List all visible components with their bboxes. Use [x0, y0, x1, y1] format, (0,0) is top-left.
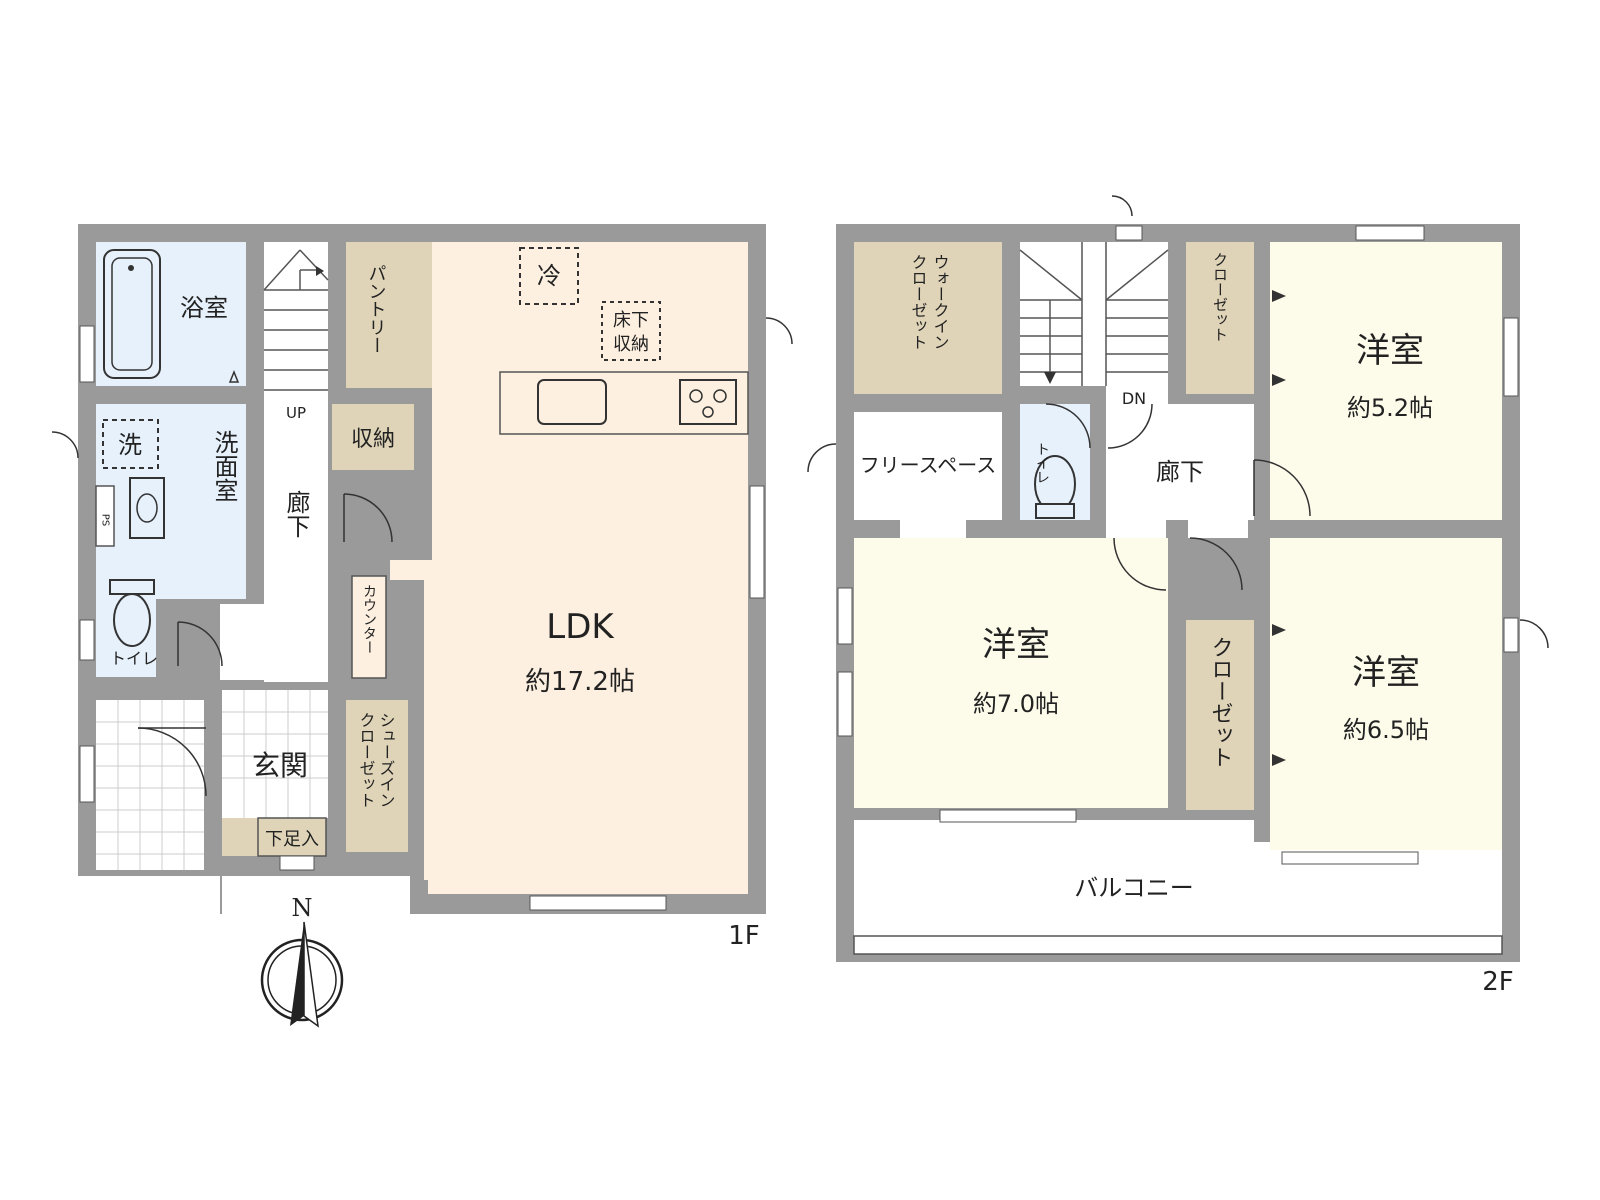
floor1-label: 1F: [728, 921, 760, 951]
shoes-closet: [346, 700, 408, 852]
kitchen-sink-icon: [537, 379, 607, 425]
pantry: [346, 242, 432, 388]
walkin-label-1: ウォークイン: [931, 254, 950, 350]
western-nw-size: 約5.2帖: [1347, 394, 1433, 422]
western-room-nw: [1270, 242, 1502, 520]
ps-label: PS: [100, 514, 111, 526]
toilet-2f-label: トイレ: [1034, 442, 1050, 484]
shoe-box-label: 下足入: [265, 829, 319, 850]
walkin-closet: [854, 242, 1002, 394]
storage-1f: [332, 404, 414, 470]
north-label: N: [292, 894, 313, 922]
stairs-2f-icon: [1019, 242, 1169, 386]
washroom-label: 洗面室: [210, 430, 238, 502]
western-c-size: 約7.0帖: [973, 690, 1059, 718]
western-nw-label: 洋室: [1356, 331, 1424, 371]
ldk-room: [390, 436, 748, 894]
closet-nw-label: クローゼット: [1211, 252, 1229, 342]
washroom: [96, 404, 246, 599]
sink-icon: [129, 477, 165, 539]
ldk-size-label: 約17.2帖: [525, 667, 635, 697]
floor-2: ウォークイン クローゼット フリースペース トイレ DN 廊下 クローゼット ク…: [807, 195, 1549, 997]
compass-needle-icon: [290, 922, 304, 1026]
shoes-closet-label-1: シューズイン: [377, 712, 396, 808]
washer-label: 洗: [118, 431, 142, 459]
closet-nw: [1186, 242, 1254, 394]
walkin-label-2: クローゼット: [909, 254, 928, 350]
bathtub-icon: [103, 249, 161, 379]
closet-e-label: クローゼット: [1208, 636, 1233, 768]
shoes-closet-label-2: クローゼット: [357, 712, 376, 808]
counter-label: カウンター: [361, 584, 377, 654]
toilet-icon: [113, 593, 151, 647]
floor-1: 浴室 洗 洗面室 PS トイレ 廊下 UP パントリー 収納 冷 床下 収納 カ…: [51, 224, 793, 951]
fridge-space: [519, 247, 579, 305]
corridor-2f: [1106, 404, 1254, 520]
underfloor-label-2: 収納: [613, 334, 649, 355]
pantry-label: パントリー: [366, 264, 387, 354]
underfloor-label-1: 床下: [613, 310, 649, 331]
dn-label: DN: [1122, 389, 1146, 408]
washer-space: [102, 419, 159, 469]
entrance-tiles: [96, 700, 204, 870]
corridor-1f-label: 廊下: [282, 490, 310, 538]
bath-label: 浴室: [180, 294, 228, 322]
counter: [351, 575, 387, 679]
corridor-2f-label: 廊下: [1156, 458, 1204, 486]
f2-windows: [837, 225, 1519, 865]
f1-doors: [51, 317, 793, 797]
balcony-label: バルコニー: [1074, 874, 1194, 902]
floor2-label: 2F: [1482, 967, 1514, 997]
up-label: UP: [286, 404, 306, 422]
entrance-label: 玄関: [252, 749, 308, 782]
western-c-label: 洋室: [982, 625, 1050, 665]
stairs-1f-icon: [263, 249, 329, 391]
ldk-label: LDK: [546, 607, 615, 647]
f2-doors: [807, 195, 1549, 649]
western-room-c: [854, 538, 1168, 808]
ps-box: [95, 485, 115, 547]
western-room-e: [1270, 538, 1502, 850]
fridge-label: 冷: [537, 262, 561, 290]
stairs-2f: [1020, 242, 1168, 386]
shoe-box: [257, 817, 327, 857]
western-e-label: 洋室: [1352, 653, 1420, 693]
western-e-size: 約6.5帖: [1343, 716, 1429, 744]
underfloor-storage: [601, 301, 661, 361]
closet-e: [1186, 620, 1254, 810]
f1-windows: [79, 325, 765, 911]
toilet-1f-label: トイレ: [110, 649, 158, 668]
storage-1f-label: 収納: [351, 427, 395, 452]
north-compass: N: [260, 894, 344, 1028]
free-space-label: フリースペース: [860, 453, 997, 477]
free-space: [854, 412, 1002, 520]
